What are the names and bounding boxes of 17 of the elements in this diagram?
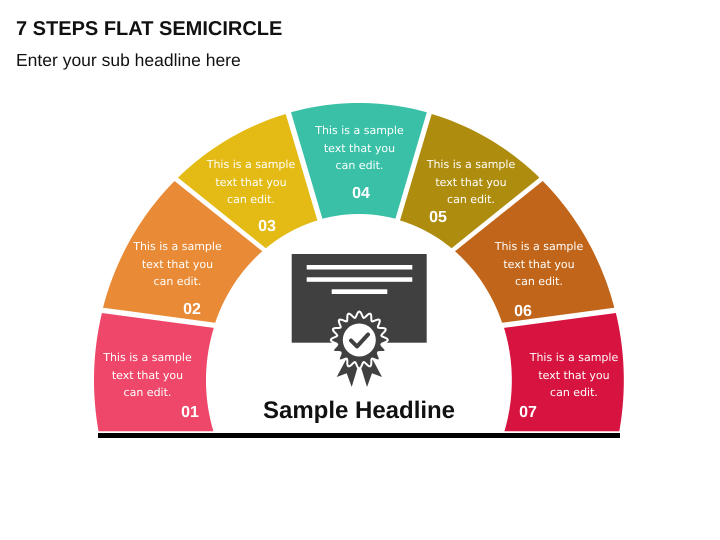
subtitle: Enter your sub headline here	[16, 50, 241, 70]
step-text: This is a sample text that you can edit.	[528, 350, 620, 402]
headline: Sample Headline	[262, 397, 456, 425]
step-text: This is a sample text that you can edit.	[426, 157, 516, 208]
step-number: 02	[183, 300, 201, 319]
step-number: 06	[514, 302, 532, 321]
title: 7 STEPS FLAT SEMICIRCLE	[16, 17, 282, 41]
step-text: This is a sample text that you can edit.	[206, 157, 296, 208]
step-number: 03	[258, 218, 276, 236]
step-text: This is a sample text that you can edit.	[102, 350, 193, 402]
step-number: 07	[519, 404, 537, 422]
step-number: 04	[352, 185, 370, 203]
step-text: This is a sample text that you can edit.	[314, 123, 405, 174]
step-text: This is a sample text that you can edit.	[494, 239, 584, 290]
step-number: 05	[429, 208, 447, 227]
step-number: 01	[181, 404, 199, 422]
step-text: This is a sample text that you can edit.	[132, 239, 223, 290]
